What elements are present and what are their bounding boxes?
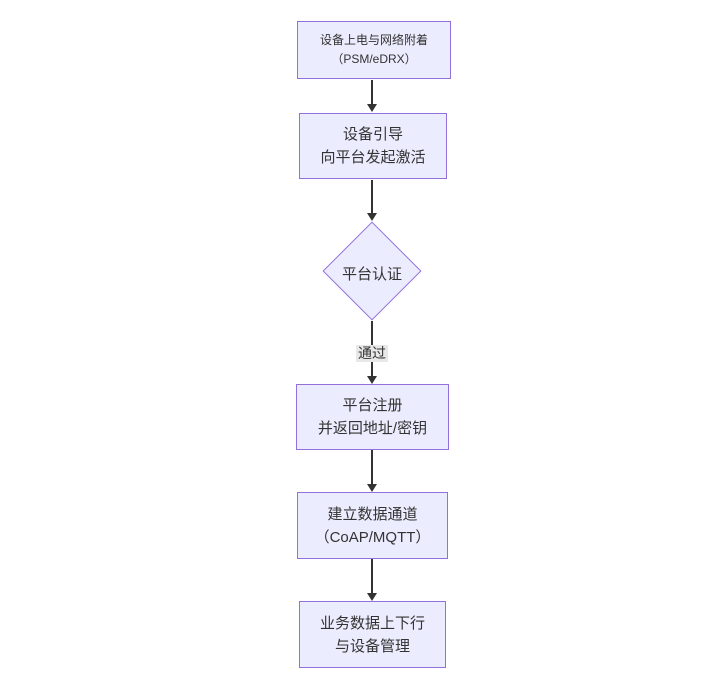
node-data-channel: 建立数据通道 （CoAP/MQTT） bbox=[297, 492, 448, 559]
arrow-down-icon bbox=[367, 213, 377, 221]
node-label-line: （PSM/eDRX） bbox=[331, 52, 417, 66]
node-label-line: 建立数据通道 bbox=[327, 505, 418, 523]
arrow-down-icon bbox=[367, 593, 377, 601]
edge-connector bbox=[371, 559, 373, 594]
node-label-line: 平台注册 bbox=[342, 397, 403, 414]
node-label-line: 与设备管理 bbox=[334, 637, 410, 655]
node-label-line: 业务数据上下行 bbox=[319, 614, 425, 632]
edge-connector bbox=[371, 80, 373, 105]
edge-connector bbox=[371, 180, 373, 214]
node-label-line: 向平台发起激活 bbox=[320, 149, 426, 166]
node-device-bootstrap: 设备引导 向平台发起激活 bbox=[299, 113, 447, 179]
node-business-data-mgmt: 业务数据上下行 与设备管理 bbox=[299, 601, 446, 668]
node-power-network-attach: 设备上电与网络附着 （PSM/eDRX） bbox=[297, 21, 451, 79]
node-label-line: （CoAP/MQTT） bbox=[314, 528, 431, 546]
node-label-line: 并返回地址/密钥 bbox=[317, 420, 428, 437]
node-label-line: 设备引导 bbox=[342, 126, 403, 143]
decision-platform-auth-label: 平台认证 bbox=[341, 266, 402, 283]
arrow-down-icon bbox=[367, 104, 377, 112]
edge-connector bbox=[371, 450, 373, 485]
node-platform-register: 平台注册 并返回地址/密钥 bbox=[296, 384, 449, 450]
arrow-down-icon bbox=[367, 376, 377, 384]
arrow-down-icon bbox=[367, 484, 377, 492]
node-label-line: 设备上电与网络附着 bbox=[319, 33, 428, 47]
edge-label-pass: 通过 bbox=[356, 345, 388, 362]
